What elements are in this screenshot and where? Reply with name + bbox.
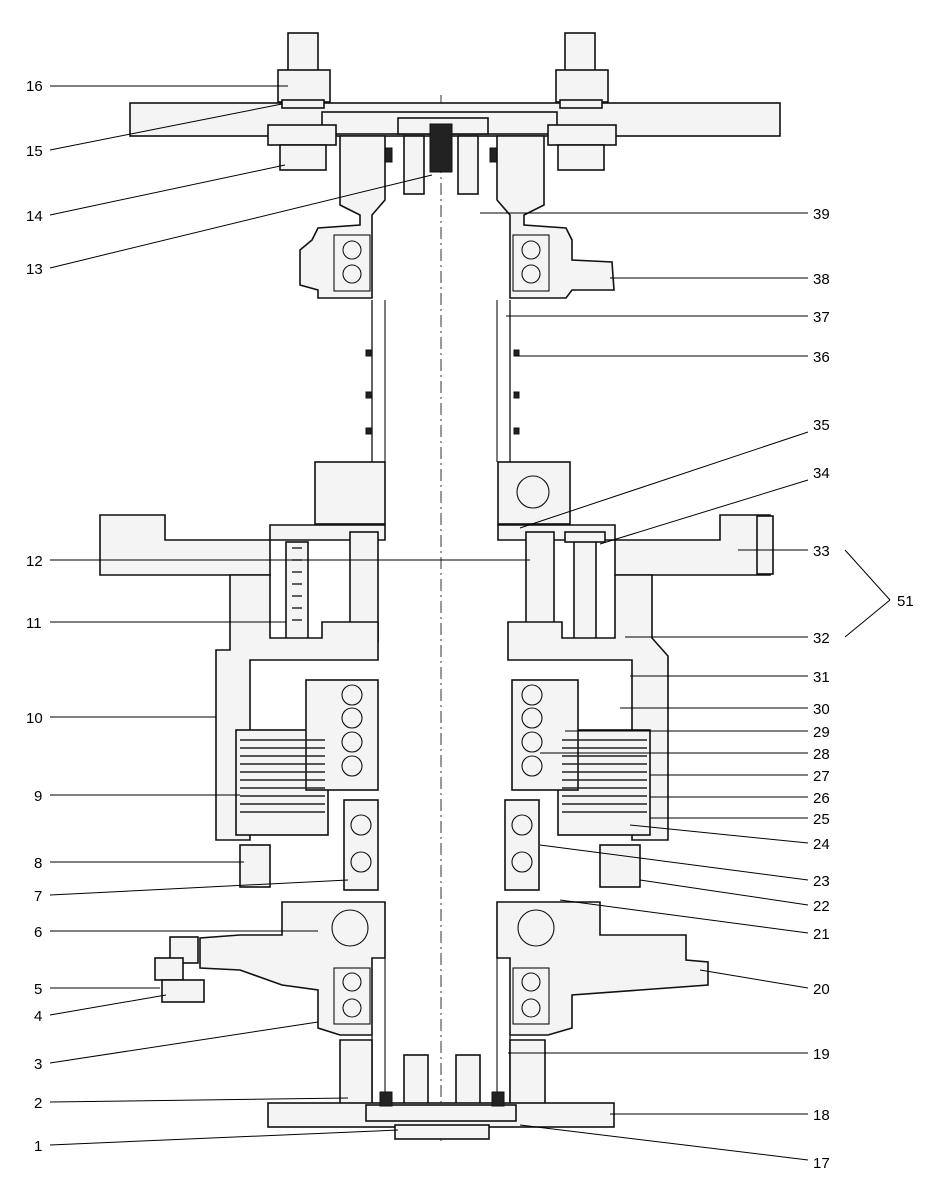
left-clutch-housing bbox=[215, 574, 379, 841]
leader-21 bbox=[559, 899, 809, 934]
leader-24 bbox=[629, 824, 809, 844]
label-8: 8 bbox=[34, 855, 42, 872]
label-12: 12 bbox=[26, 553, 43, 570]
upper-shaft-tube bbox=[365, 300, 520, 462]
leader-3 bbox=[49, 1021, 319, 1064]
label-34: 34 bbox=[813, 465, 830, 482]
label-38: 38 bbox=[813, 271, 830, 288]
leader-23 bbox=[539, 844, 809, 881]
part-number-labels: 16 15 14 13 12 11 10 9 8 7 6 5 4 3 2 1 3… bbox=[26, 78, 914, 1172]
leader-51-b bbox=[844, 599, 891, 638]
lower-housing-right bbox=[496, 901, 709, 1036]
label-27: 27 bbox=[813, 768, 830, 785]
lower-shaft-tube bbox=[339, 958, 546, 1110]
lower-bearing-stack bbox=[239, 799, 641, 891]
label-13: 13 bbox=[26, 261, 43, 278]
leader-1 bbox=[49, 1129, 399, 1146]
leader-15 bbox=[49, 103, 283, 151]
label-19: 19 bbox=[813, 1046, 830, 1063]
label-14: 14 bbox=[26, 208, 43, 225]
label-16: 16 bbox=[26, 78, 43, 95]
label-31: 31 bbox=[813, 669, 830, 686]
label-32: 32 bbox=[813, 630, 830, 647]
top-bolts bbox=[381, 135, 501, 195]
left-clutch-plates bbox=[240, 739, 325, 813]
assembly-drawing bbox=[99, 32, 781, 1145]
middle-collar bbox=[314, 461, 571, 525]
label-21: 21 bbox=[813, 926, 830, 943]
leader-22 bbox=[639, 879, 809, 906]
label-9: 9 bbox=[34, 788, 42, 805]
leader-4 bbox=[49, 994, 167, 1016]
label-17: 17 bbox=[813, 1155, 830, 1172]
label-25: 25 bbox=[813, 811, 830, 828]
leader-35 bbox=[519, 431, 809, 529]
left-upper-housing bbox=[299, 135, 386, 299]
leader-lines bbox=[49, 85, 891, 1161]
leader-51-a bbox=[844, 549, 891, 601]
label-51: 51 bbox=[897, 593, 914, 610]
label-36: 36 bbox=[813, 349, 830, 366]
label-33: 33 bbox=[813, 543, 830, 560]
label-18: 18 bbox=[813, 1107, 830, 1124]
label-20: 20 bbox=[813, 981, 830, 998]
leader-20 bbox=[699, 969, 809, 989]
leader-34 bbox=[599, 479, 809, 545]
top-right-stud bbox=[547, 32, 617, 171]
label-15: 15 bbox=[26, 143, 43, 160]
top-left-stud bbox=[267, 32, 337, 171]
right-clutch-plates bbox=[562, 739, 647, 813]
leader-17 bbox=[519, 1124, 809, 1161]
leader-13 bbox=[49, 174, 433, 269]
leader-7 bbox=[49, 879, 349, 896]
mid-flange bbox=[99, 514, 774, 576]
bottom-flange bbox=[267, 1054, 615, 1140]
label-39: 39 bbox=[813, 206, 830, 223]
label-11: 11 bbox=[26, 615, 42, 632]
lower-housing-left bbox=[154, 901, 386, 1036]
label-23: 23 bbox=[813, 873, 830, 890]
label-37: 37 bbox=[813, 309, 830, 326]
label-35: 35 bbox=[813, 417, 830, 434]
leader-2 bbox=[49, 1097, 349, 1103]
label-26: 26 bbox=[813, 790, 830, 807]
leader-14 bbox=[49, 164, 286, 216]
label-7: 7 bbox=[34, 888, 42, 905]
label-5: 5 bbox=[34, 981, 42, 998]
label-6: 6 bbox=[34, 924, 42, 941]
label-2: 2 bbox=[34, 1095, 42, 1112]
label-29: 29 bbox=[813, 724, 830, 741]
label-10: 10 bbox=[26, 710, 43, 727]
label-30: 30 bbox=[813, 701, 830, 718]
label-24: 24 bbox=[813, 836, 830, 853]
label-28: 28 bbox=[813, 746, 830, 763]
right-upper-housing bbox=[496, 135, 615, 299]
top-flange bbox=[129, 102, 781, 173]
label-1: 1 bbox=[34, 1138, 42, 1155]
label-4: 4 bbox=[34, 1008, 42, 1025]
label-22: 22 bbox=[813, 898, 830, 915]
label-3: 3 bbox=[34, 1056, 42, 1073]
